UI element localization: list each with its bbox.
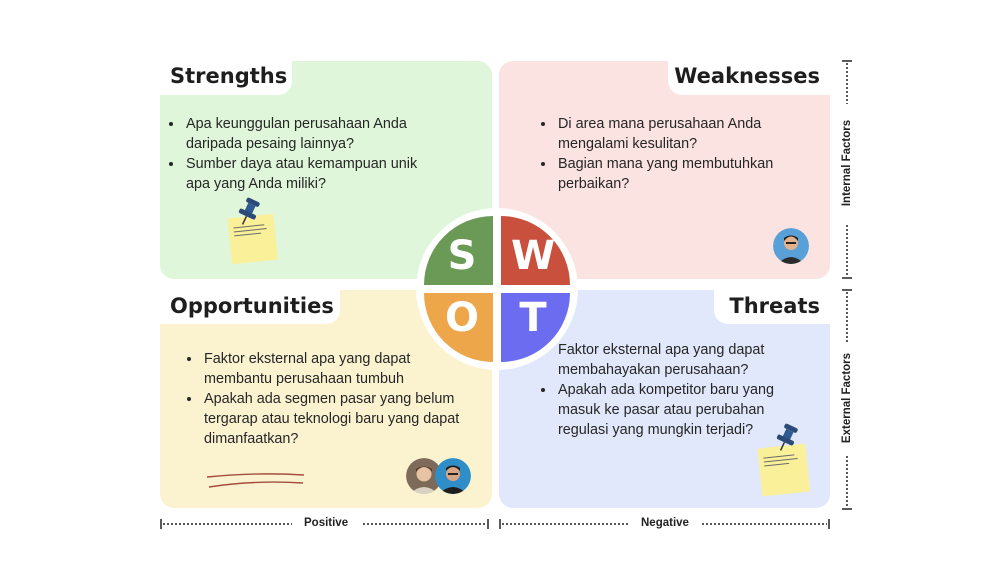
negative-label: Negative — [641, 517, 689, 529]
swot-segment-w — [501, 216, 570, 285]
threats-title: Threats — [729, 294, 820, 318]
strengths-point: Sumber daya atau kemampuan unik apa yang… — [184, 154, 444, 194]
opportunities-point: Apakah ada segmen pasar yang belum terga… — [202, 389, 467, 449]
swot-segment-s — [424, 216, 493, 285]
pushpin-icon — [238, 197, 260, 225]
swot-letter-t: T — [519, 295, 547, 341]
swot-circle: S W O T — [416, 208, 578, 370]
weaknesses-list: Di area mana perusahaan Anda mengalami k… — [540, 114, 806, 194]
weaknesses-point: Di area mana perusahaan Anda mengalami k… — [556, 114, 806, 154]
threats-point: Apakah ada kompetitor baru yang masuk ke… — [556, 380, 811, 440]
swot-segment-t — [501, 293, 570, 362]
opportunities-list: Faktor eksternal apa yang dapat membantu… — [186, 349, 467, 449]
sticky-note-strengths — [227, 197, 278, 265]
strengths-title: Strengths — [170, 64, 288, 88]
internal-factors-label: Internal Factors — [841, 119, 853, 207]
strengths-list: Apa keunggulan perusahaan Anda daripada … — [168, 114, 444, 194]
opportunities-title: Opportunities — [170, 294, 334, 318]
user-avatar-1 — [406, 458, 442, 494]
hand-drawn-lines — [206, 473, 305, 488]
strengths-point: Apa keunggulan perusahaan Anda daripada … — [184, 114, 444, 154]
positive-label: Positive — [304, 517, 349, 529]
opportunities-point: Faktor eksternal apa yang dapat membantu… — [202, 349, 467, 389]
strengths-title-tab — [160, 61, 292, 95]
swot-letter-w: W — [511, 233, 555, 279]
threats-list: Faktor eksternal apa yang dapat membahay… — [540, 340, 811, 440]
user-avatar-weaknesses — [773, 228, 809, 264]
threats-title-tab — [714, 290, 830, 324]
swot-letter-s: S — [448, 233, 477, 279]
user-avatar-2 — [435, 458, 471, 494]
external-factors-label: External Factors — [841, 352, 853, 444]
threats-point: Faktor eksternal apa yang dapat membahay… — [556, 340, 811, 380]
swot-letter-o: O — [445, 295, 479, 341]
pushpin-icon — [776, 423, 798, 451]
weaknesses-title-tab — [668, 61, 830, 95]
sticky-note-threats — [757, 423, 811, 497]
swot-segment-o — [424, 293, 493, 362]
weaknesses-title: Weaknesses — [674, 64, 820, 88]
opportunities-title-tab — [160, 290, 340, 324]
horizontal-axis — [160, 519, 830, 529]
vertical-axis — [842, 60, 852, 510]
weaknesses-point: Bagian mana yang membutuhkan perbaikan? — [556, 154, 806, 194]
